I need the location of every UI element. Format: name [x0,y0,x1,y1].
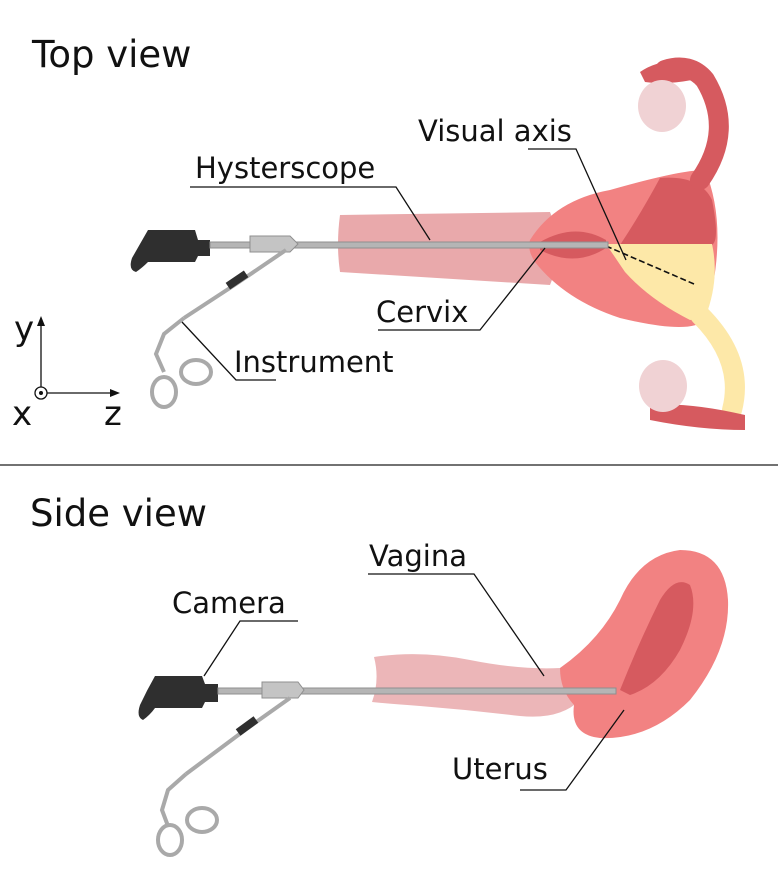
visual-axis-leader [528,148,627,261]
uterus-label: Uterus [452,752,548,786]
uterus-inner-dark [620,177,716,245]
y-axis-label: y [14,309,34,349]
coordinate-axes: y x z [12,309,122,434]
uterus-leader [520,709,625,791]
z-axis-label: z [104,394,122,434]
cervix-leader [378,247,546,331]
fimbriae-lower [650,404,745,430]
ovary-upper [638,80,686,132]
y-axis-arrowhead [37,316,45,326]
hysteroscope-shaft-side [217,687,617,695]
hysteroscope-shaft-top [209,241,609,249]
uterus-cavity-side [620,582,694,695]
visual-axis-label: Visual axis [418,114,572,148]
highlight-region [606,244,715,320]
x-axis-dot [39,391,43,395]
vagina-leader [368,573,545,677]
hysteroscope-connector-side [261,681,305,699]
side-view-panel: Side view Vagina Camera Uterus [30,492,729,857]
top-view-panel: Top view Visual [12,33,745,434]
camera-label: Camera [172,586,286,620]
instrument-ring-1-top [179,358,213,386]
camera-leader [203,620,298,677]
hysterscope-leader [190,186,431,241]
instrument-grip-side [235,716,259,736]
z-axis-arrowhead [110,389,120,397]
fimbriae-upper [640,61,692,84]
cervix-label: Cervix [376,295,468,329]
ovary-lower [639,360,687,412]
instrument-grip-top [225,270,249,290]
visual-axis-line [605,245,695,285]
camera-body-top [130,230,210,272]
camera-body-side [138,676,218,720]
instrument-label: Instrument [234,345,394,379]
instrument-leader [181,321,276,381]
top-view-title: Top view [31,33,191,76]
vagina-shape-side [372,654,580,717]
instrument-ring-2-side [156,823,184,857]
hysterscope-label: Hysterscope [195,151,375,185]
hysteroscope-connector-top [249,235,299,253]
instrument-shaft-side [184,696,292,776]
fallopian-tube-lower [690,305,745,420]
x-axis-label: x [12,394,32,434]
side-view-title: Side view [30,492,207,535]
instrument-ring-2-top [150,375,178,409]
instrument-ring-1-side [185,806,219,834]
vagina-label: Vagina [369,539,467,573]
instrument-handle-top [153,316,186,373]
instrument-handle-side [159,772,188,827]
